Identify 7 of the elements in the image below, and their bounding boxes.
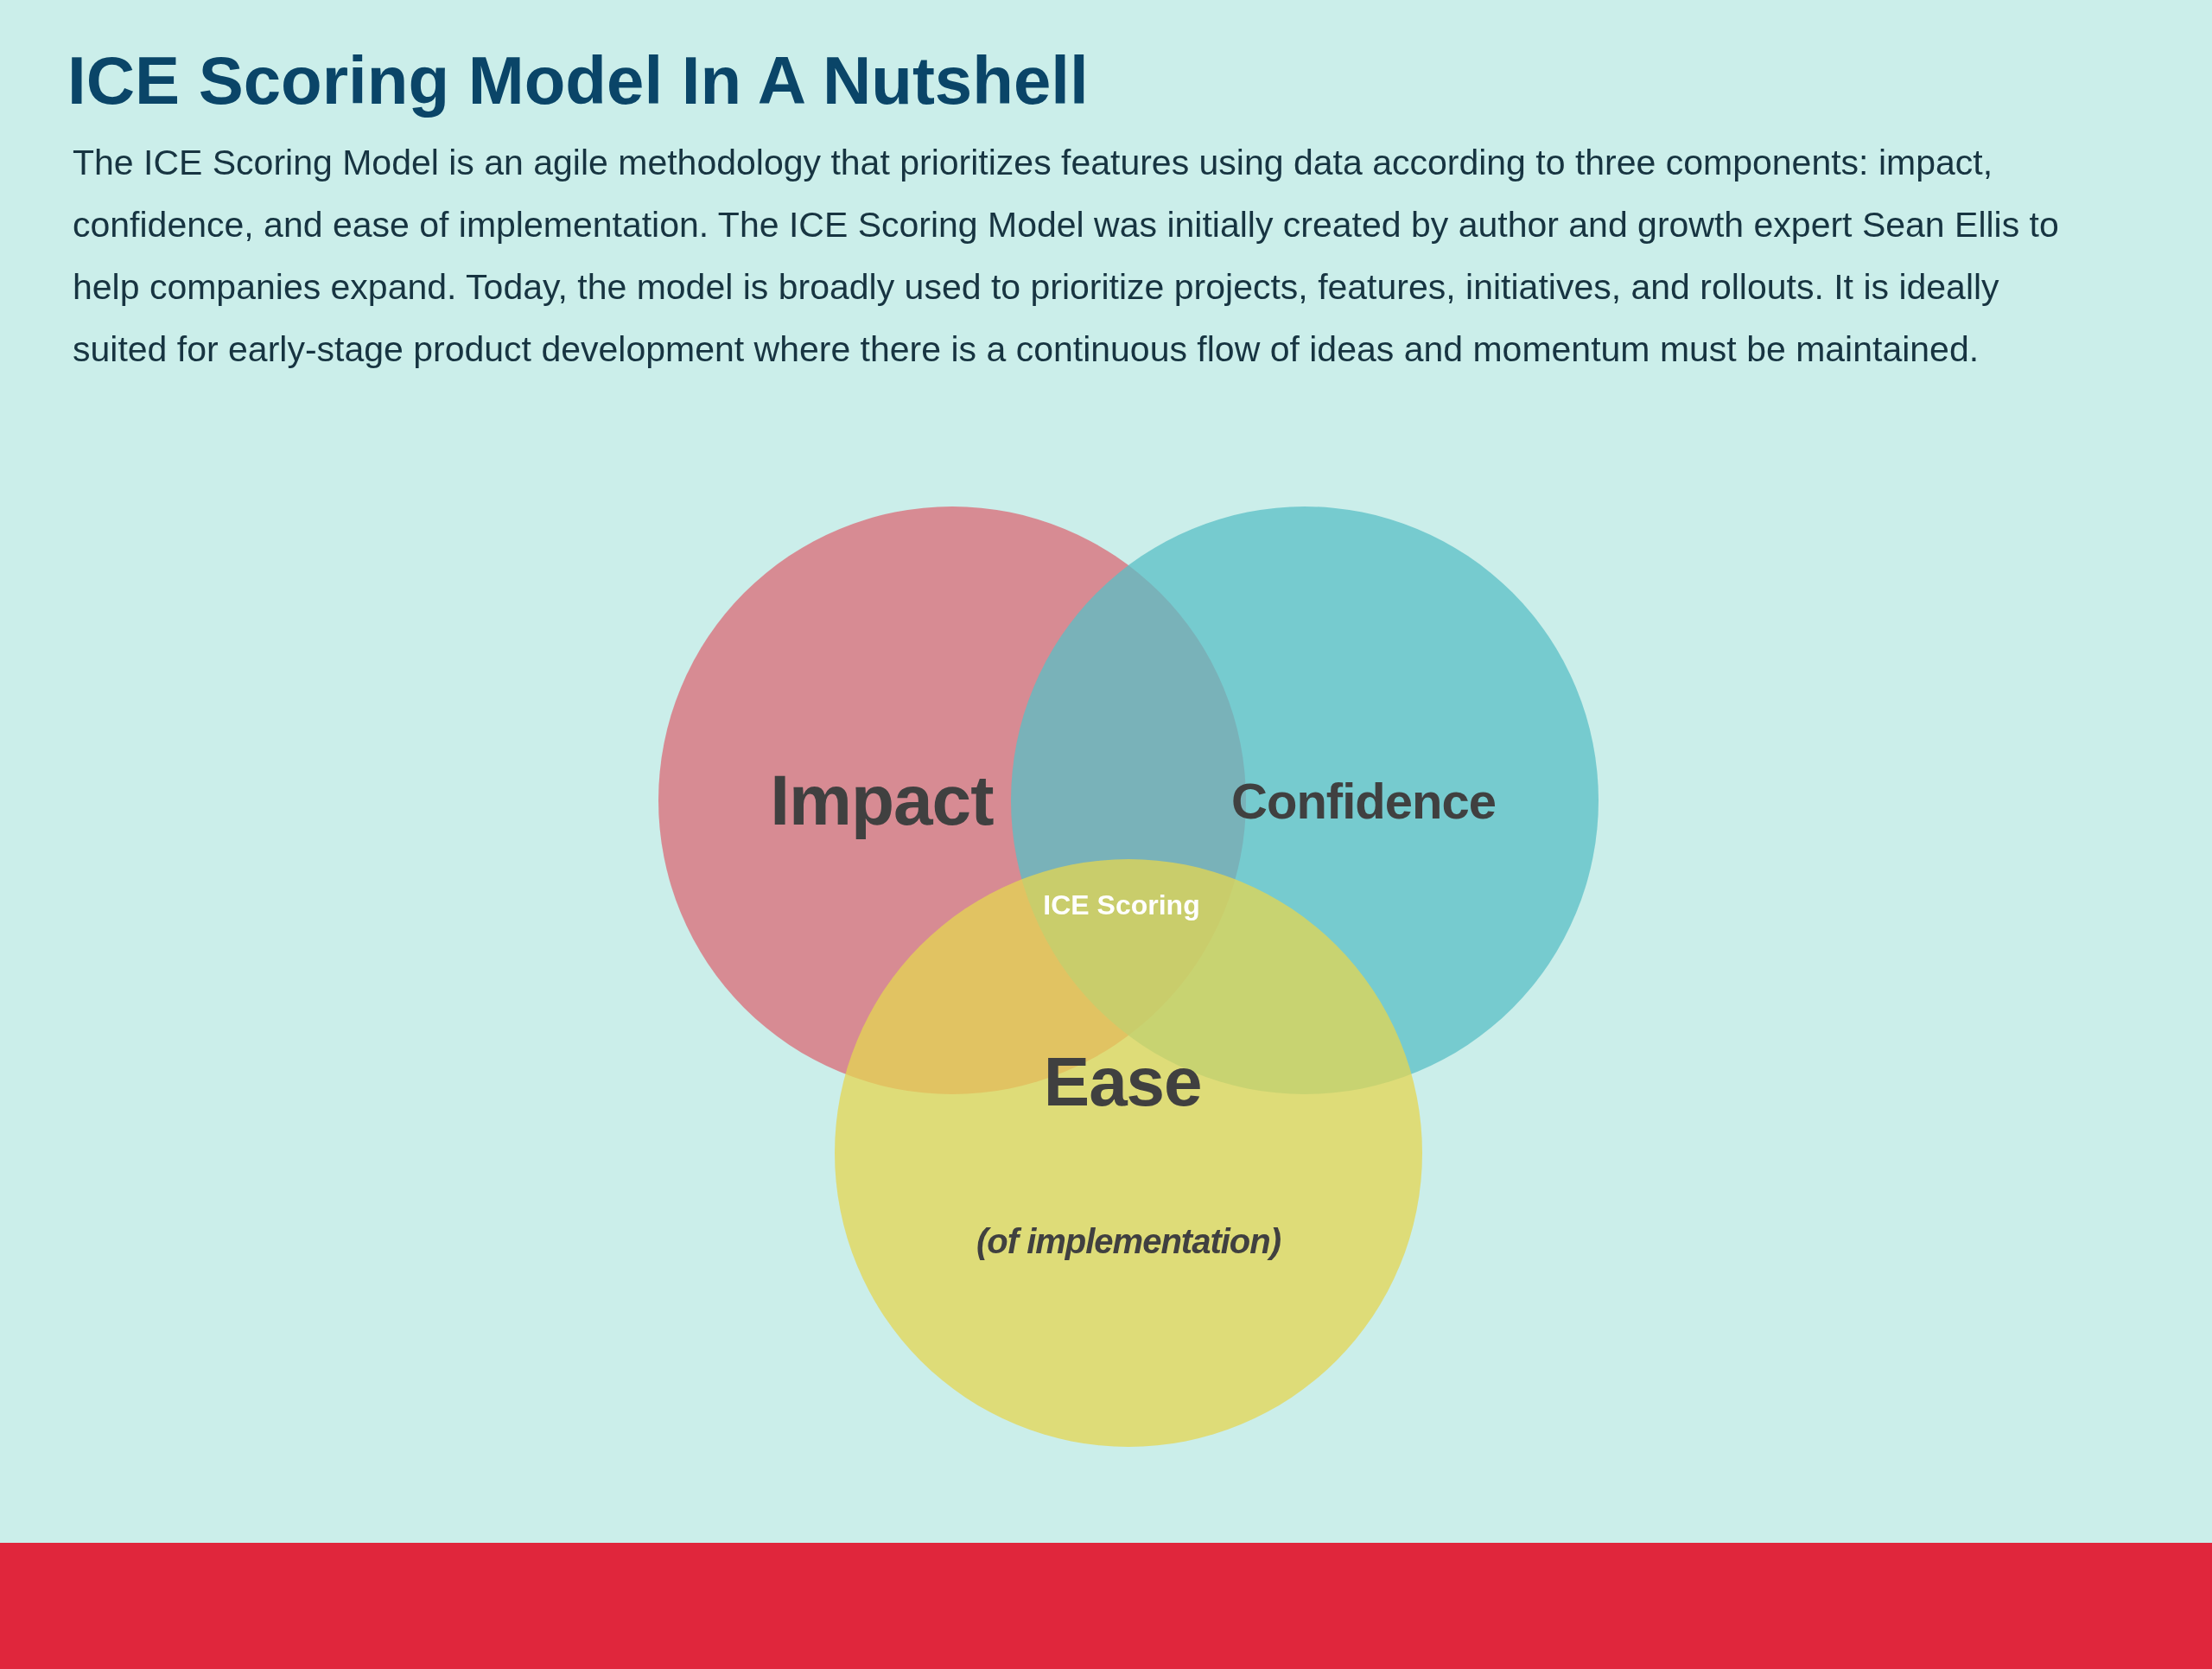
- title: ICE Scoring Model In A Nutshell: [67, 41, 1089, 120]
- circle-heading: Impact: [770, 760, 994, 841]
- intersection-label: ICE Scoring: [1043, 889, 1200, 921]
- description-paragraph: The ICE Scoring Model is an agile methodology that prioritizes features using data according to three components: impact, confidence, and ease of implementation. The ICE Scoring Model was initially created by author and growth expert Sean Ellis to help companies expand. Today, the model is broadly used to prioritize projects, features, initiatives, and rollouts. It is ideally suited for early-stage product development where there is a continuous flow of ideas and momentum must be maintained.: [73, 142, 2060, 371]
- circle-heading: Ease: [1043, 1042, 1202, 1123]
- circle-heading: Confidence: [1231, 771, 1496, 830]
- circle-subheading: (of implementation): [976, 1221, 1281, 1261]
